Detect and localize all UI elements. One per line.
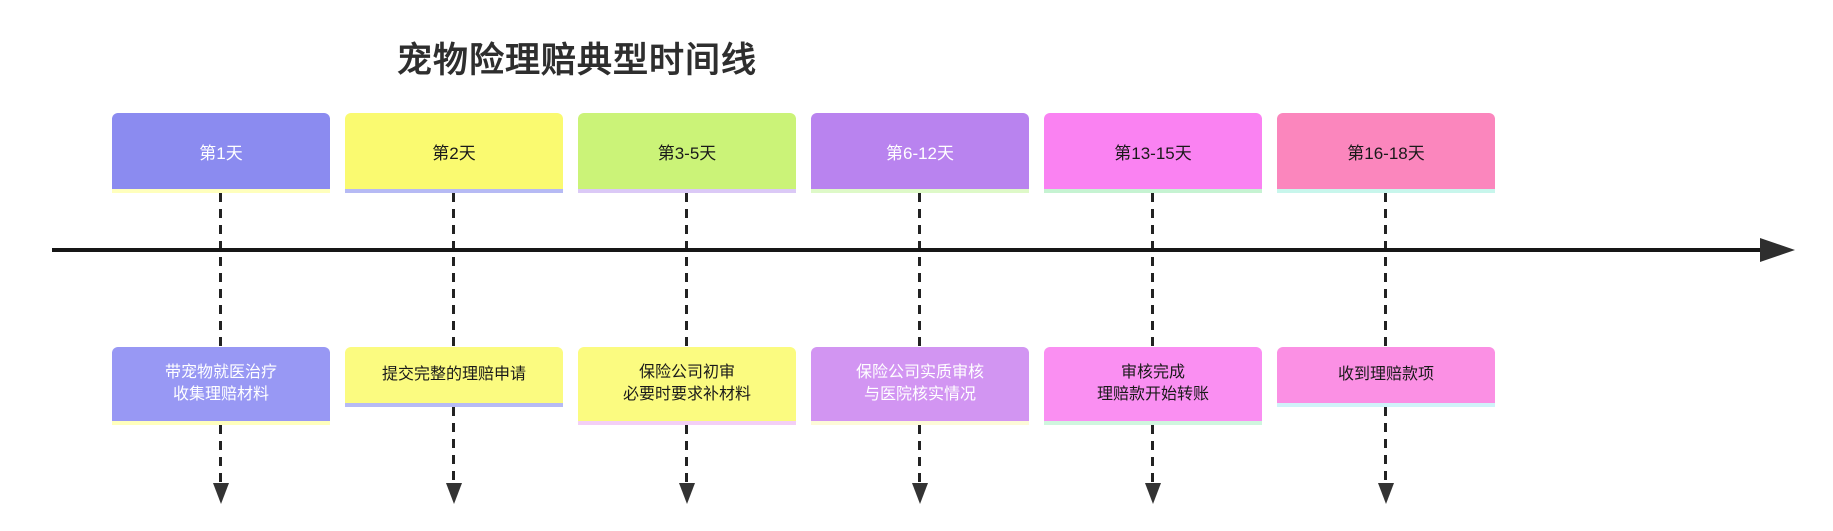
period-box: 第2天 <box>345 113 563 193</box>
dashed-connector-upper <box>1384 193 1387 347</box>
diagram-title: 宠物险理赔典型时间线 <box>397 41 758 80</box>
period-box: 第13-15天 <box>1044 113 1262 193</box>
event-box: 收到理赔款项 <box>1277 347 1495 407</box>
event-box: 带宠物就医治疗 收集理赔材料 <box>112 347 330 425</box>
dashed-connector-upper <box>452 193 455 347</box>
timeline-column: 第6-12天 保险公司实质审核 与医院核实情况 <box>811 0 1029 531</box>
event-box: 提交完整的理赔申请 <box>345 347 563 407</box>
dashed-connector-lower <box>219 425 222 483</box>
down-arrowhead-icon <box>1145 483 1161 504</box>
timeline-column: 第3-5天 保险公司初审 必要时要求补材料 <box>578 0 796 531</box>
timeline-axis-arrowhead-icon <box>1760 238 1795 262</box>
dashed-connector-upper <box>1151 193 1154 347</box>
timeline-column: 第13-15天 审核完成 理赔款开始转账 <box>1044 0 1262 531</box>
event-box: 审核完成 理赔款开始转账 <box>1044 347 1262 425</box>
dashed-connector-lower <box>1384 407 1387 483</box>
timeline-column: 第2天 提交完整的理赔申请 <box>345 0 563 531</box>
event-box: 保险公司初审 必要时要求补材料 <box>578 347 796 425</box>
timeline-axis-line <box>52 248 1763 252</box>
down-arrowhead-icon <box>213 483 229 504</box>
period-box: 第6-12天 <box>811 113 1029 193</box>
dashed-connector-lower <box>1151 425 1154 483</box>
down-arrowhead-icon <box>1378 483 1394 504</box>
timeline-column: 第1天 带宠物就医治疗 收集理赔材料 <box>112 0 330 531</box>
event-box: 保险公司实质审核 与医院核实情况 <box>811 347 1029 425</box>
dashed-connector-upper <box>685 193 688 347</box>
dashed-connector-lower <box>918 425 921 483</box>
dashed-connector-upper <box>219 193 222 347</box>
period-box: 第1天 <box>112 113 330 193</box>
down-arrowhead-icon <box>912 483 928 504</box>
down-arrowhead-icon <box>679 483 695 504</box>
dashed-connector-lower <box>452 407 455 483</box>
dashed-connector-lower <box>685 425 688 483</box>
dashed-connector-upper <box>918 193 921 347</box>
timeline-column: 第16-18天 收到理赔款项 <box>1277 0 1495 531</box>
down-arrowhead-icon <box>446 483 462 504</box>
period-box: 第16-18天 <box>1277 113 1495 193</box>
period-box: 第3-5天 <box>578 113 796 193</box>
